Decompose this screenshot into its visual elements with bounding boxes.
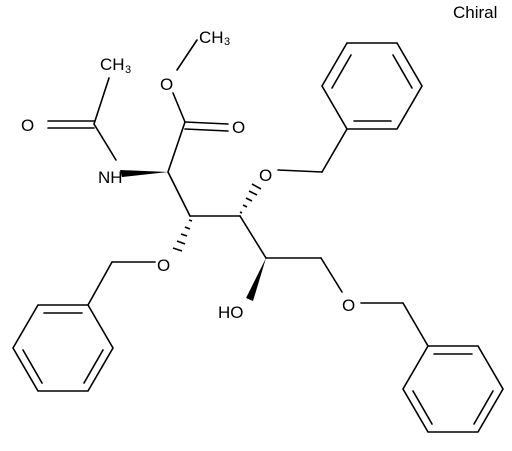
hash-c4-o [239, 183, 262, 214]
atom-methyl-acetyl: CH [100, 55, 125, 74]
wedge-c2-nh [120, 170, 168, 177]
atom-nh: NH [98, 168, 123, 187]
bond-ch2-ring-left [87, 261, 113, 306]
atom-methyl-top-sub: 3 [224, 36, 230, 48]
atom-o-ester-methoxy: O [160, 75, 173, 94]
benzene-ring-left [12, 304, 114, 392]
bond-c1-carbonyl-2 [184, 128, 229, 132]
wedge-c5-ho [246, 258, 266, 301]
bond-nh-c-acetyl [93, 123, 117, 161]
bond-c6-o-benzyl [320, 257, 343, 293]
bond-ch2-ring-top [321, 128, 348, 173]
atom-o-ester-carbonyl: O [232, 118, 245, 137]
atom-o-benzyl-c6: O [342, 296, 355, 315]
atom-methyl-acetyl-sub: 3 [125, 64, 131, 76]
bond-c1-carbonyl-1 [184, 121, 229, 125]
atom-o-benzyl-c4: O [259, 166, 272, 185]
atom-ho: HO [218, 303, 244, 322]
atom-o-benzyl-c3: O [157, 256, 170, 275]
benzene-ring-top [321, 42, 423, 130]
bond-c1-o-methoxy [172, 92, 186, 123]
hash-c3-o [172, 219, 193, 252]
atom-methyl-top: CH [199, 28, 224, 47]
bond-c2-c3 [167, 171, 191, 217]
bond-o-methyl [176, 39, 198, 71]
bond-o4-ch2 [277, 169, 323, 173]
bond-c4-c5 [239, 215, 267, 259]
bond-ch2-ring-bottom [402, 302, 429, 347]
atom-o-acetyl: O [21, 116, 34, 135]
bond-acetyl-methyl [93, 77, 110, 125]
benzene-ring-bottom [402, 345, 504, 433]
chiral-label: Chiral [453, 3, 497, 22]
bond-c1-c2 [167, 121, 186, 173]
